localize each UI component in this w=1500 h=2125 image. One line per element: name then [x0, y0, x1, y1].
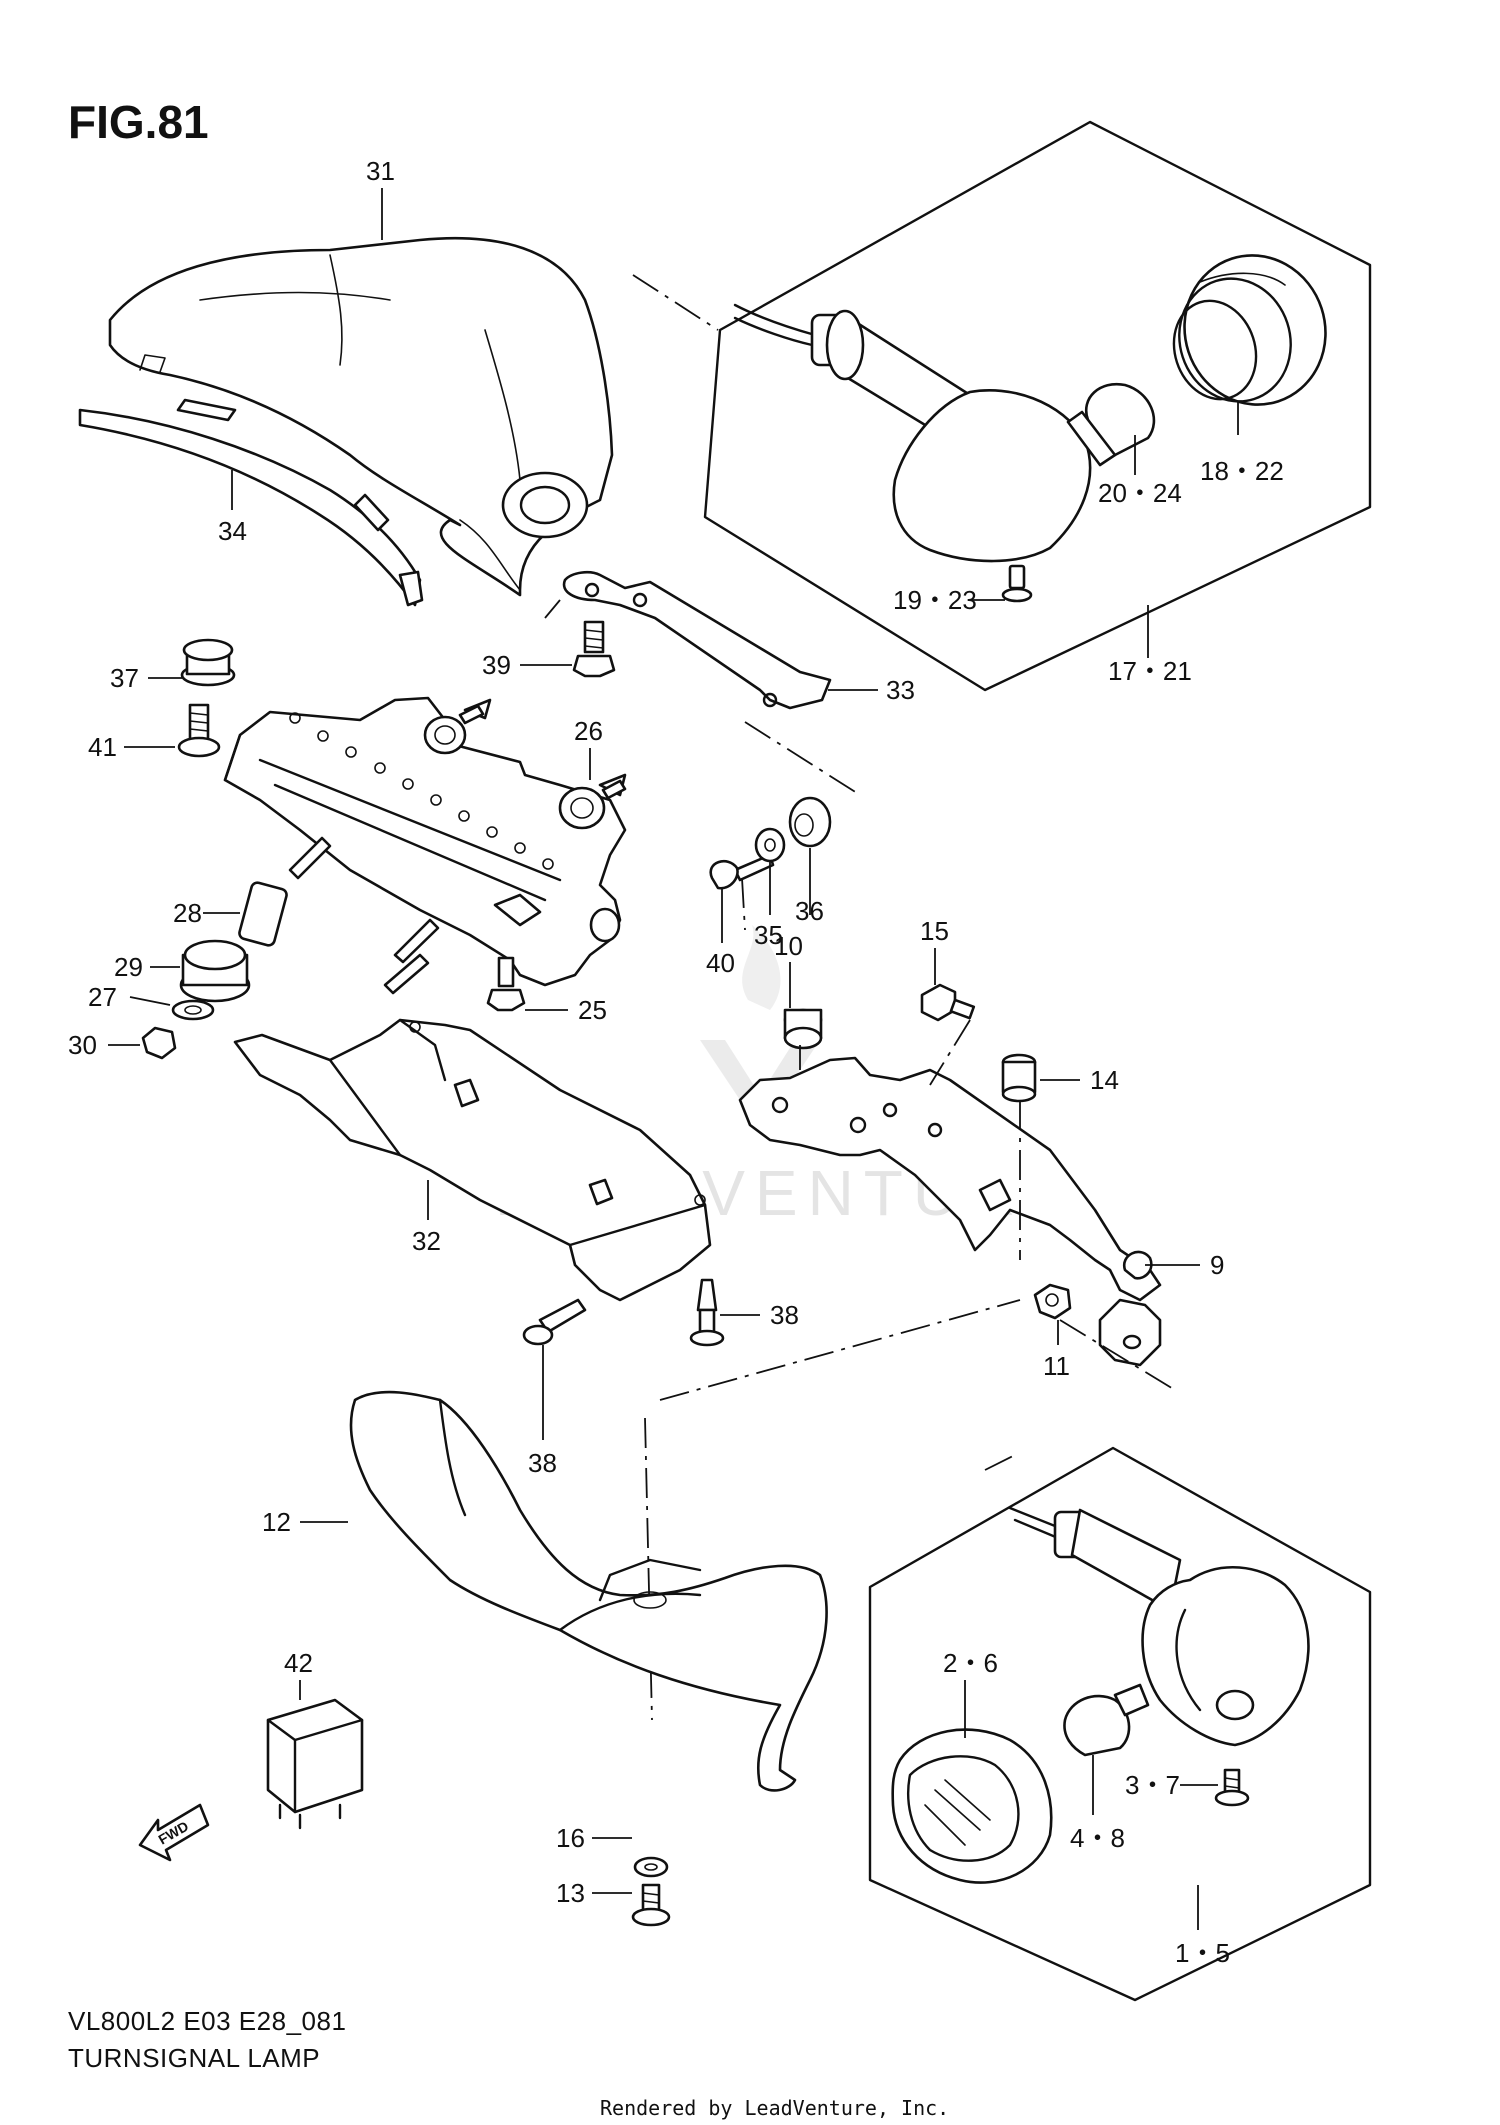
- callout-14: 14: [1090, 1065, 1119, 1095]
- callout-10: 10: [774, 931, 803, 961]
- front-bulb: [1063, 1683, 1150, 1757]
- watermark-logo-icon: [700, 1040, 820, 1130]
- callout-40: 40: [706, 948, 735, 978]
- bolt-25: [486, 956, 526, 1012]
- nut-30: [141, 1026, 177, 1060]
- lens-strip: [78, 398, 424, 607]
- figure-title: FIG.81: [68, 96, 209, 148]
- shroud-12: [349, 1390, 828, 1792]
- callouts: 31 34 37 41 39 33 26 28 29 27 30 25 32 3…: [68, 156, 1284, 1968]
- bolt-39: [572, 620, 616, 678]
- screw-38-upright: [689, 1278, 725, 1347]
- cover-32: [233, 1018, 712, 1302]
- rear-screw: [1001, 564, 1033, 603]
- washer-27: [171, 999, 215, 1021]
- front-signal-box: [868, 1446, 1372, 2002]
- grommet-36: [788, 796, 832, 848]
- callout-36: 36: [795, 896, 824, 926]
- screw-13: [631, 1883, 671, 1927]
- bolt-15: [920, 983, 976, 1022]
- callout-25: 25: [578, 995, 607, 1025]
- callout-42: 42: [284, 1648, 313, 1678]
- callout-16: 16: [556, 1823, 585, 1853]
- grommet-29: [179, 939, 251, 1003]
- callout-3-7: 3・7: [1125, 1770, 1180, 1800]
- studs-26: [458, 704, 627, 800]
- callout-33: 33: [886, 675, 915, 705]
- callout-29: 29: [114, 952, 143, 982]
- callout-20-24: 20・24: [1098, 478, 1182, 508]
- callout-4-8: 4・8: [1070, 1823, 1125, 1853]
- footer-credit: Rendered by LeadVenture, Inc.: [600, 2096, 949, 2120]
- rear-bulb: [1066, 382, 1156, 467]
- figure-name: TURNSIGNAL LAMP: [68, 2043, 320, 2073]
- plate-studs: [288, 836, 440, 995]
- collar-28: [238, 881, 288, 947]
- callout-19-23: 19・23: [893, 585, 977, 615]
- callout-18-22: 18・22: [1200, 456, 1284, 486]
- callout-26: 26: [574, 716, 603, 746]
- callout-15: 15: [920, 916, 949, 946]
- callout-38-lower: 38: [528, 1448, 557, 1478]
- rear-lens-ring: [1172, 254, 1327, 406]
- callout-9: 9: [1210, 1250, 1224, 1280]
- model-code: VL800L2 E03 E28_081: [68, 2006, 346, 2036]
- nut-11: [1033, 1283, 1072, 1320]
- watermark-flame-icon: [742, 925, 781, 1010]
- callout-28: 28: [173, 898, 202, 928]
- callout-1-5: 1・5: [1175, 1938, 1230, 1968]
- callout-17-21: 17・21: [1108, 656, 1192, 686]
- bracket-33: [562, 570, 832, 710]
- front-screw: [1214, 1768, 1250, 1807]
- callout-39: 39: [482, 650, 511, 680]
- plate-holes: [289, 712, 554, 870]
- washer-16: [633, 1856, 669, 1878]
- relay-42: [266, 1698, 364, 1830]
- screw-38-angled: [522, 1298, 587, 1346]
- screw-40: [709, 853, 775, 890]
- callout-32: 32: [412, 1226, 441, 1256]
- callout-30: 30: [68, 1030, 97, 1060]
- callout-31: 31: [366, 156, 395, 186]
- callout-34: 34: [218, 516, 247, 546]
- callout-38-right: 38: [770, 1300, 799, 1330]
- callout-41: 41: [88, 732, 117, 762]
- callout-12: 12: [262, 1507, 291, 1537]
- collar-10: [783, 1008, 823, 1050]
- callout-27: 27: [88, 982, 117, 1012]
- spacer-14: [1001, 1053, 1037, 1103]
- grommet-37: [180, 638, 236, 687]
- tail-lamp-housing: [108, 236, 614, 597]
- callout-35: 35: [754, 920, 783, 950]
- front-signal-lamp: [1008, 1506, 1310, 1747]
- washer-35: [754, 827, 786, 863]
- bolt-41: [177, 703, 221, 758]
- front-lens: [891, 1728, 1053, 1884]
- callout-2-6: 2・6: [943, 1648, 998, 1678]
- rear-signal-box: [632, 120, 1372, 692]
- callout-11: 11: [1043, 1351, 1070, 1381]
- leader-lines: [108, 188, 1239, 1930]
- mounting-plate: [223, 696, 627, 987]
- rear-signal-lamp: [733, 303, 1092, 563]
- fwd-arrow-icon: FWD: [138, 1803, 210, 1862]
- callout-13: 13: [556, 1878, 585, 1908]
- bracket-9: [738, 1056, 1162, 1367]
- callout-37: 37: [110, 663, 139, 693]
